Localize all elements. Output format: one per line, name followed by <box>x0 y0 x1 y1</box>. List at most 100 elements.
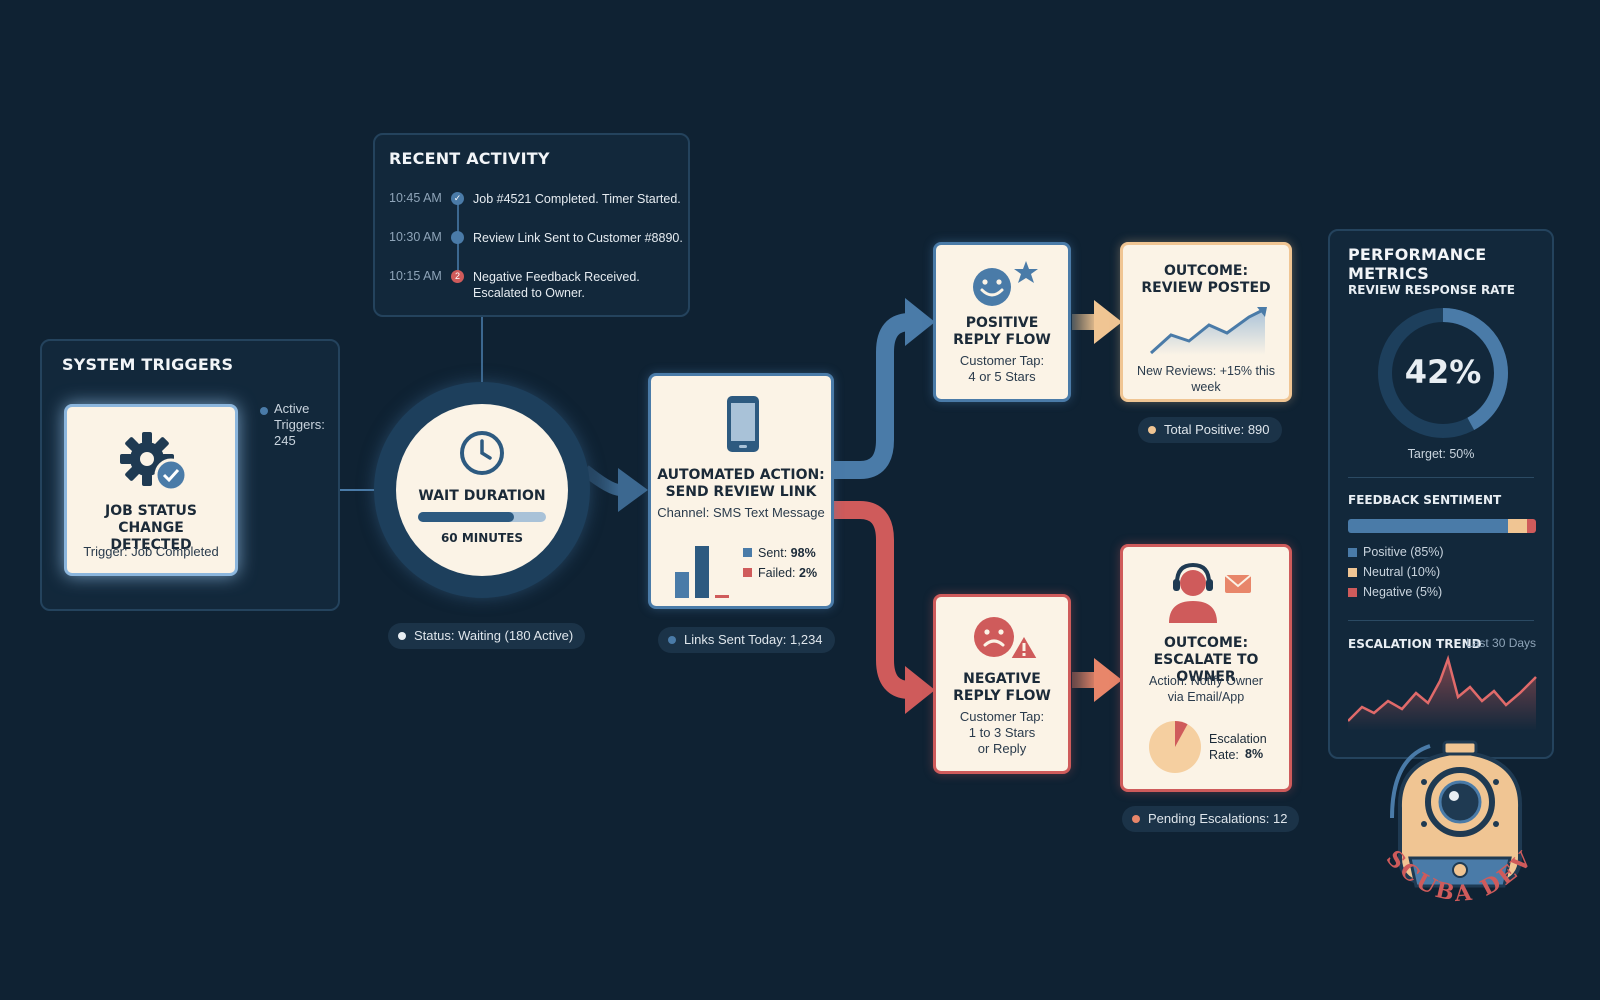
response-rate-arc <box>1378 308 1508 438</box>
response-rate-donut <box>1378 308 1508 438</box>
activity-text: Negative Feedback Received. Escalated to… <box>473 270 640 300</box>
posted-title-line2: REVIEW POSTED <box>1141 280 1271 296</box>
failed-label: Failed: <box>758 566 796 580</box>
outcome-escalate-card[interactable]: OUTCOME: ESCALATE TO OWNER Action: Notif… <box>1120 544 1292 792</box>
escalation-slice <box>1175 721 1188 747</box>
activity-time: 10:30 AM <box>389 230 442 244</box>
wait-progress-fill <box>418 512 514 522</box>
metrics-divider <box>1348 477 1534 478</box>
sentiment-label: FEEDBACK SENTIMENT <box>1348 493 1502 507</box>
response-target: Target: 50% <box>1407 447 1475 461</box>
outcome-review-posted-card[interactable]: OUTCOME: REVIEW POSTED New Reviews: +15%… <box>1120 242 1292 402</box>
escalation-trend-sparkline <box>1348 654 1537 731</box>
legend-text: Negative (5%) <box>1363 585 1443 599</box>
action-title-line1: AUTOMATED ACTION: <box>657 467 825 483</box>
status-dot <box>668 636 676 644</box>
escalation-rate-label: Escalation Rate: <box>1209 732 1267 762</box>
total-positive-pill: Total Positive: 890 <box>1138 417 1282 443</box>
escalate-title-line1: OUTCOME: <box>1163 635 1249 651</box>
action-title-line2: SEND REVIEW LINK <box>665 484 817 500</box>
escalate-action-line2: via Email/App <box>1167 690 1245 704</box>
negative-sub-line2: 1 to 3 Stars <box>968 725 1036 740</box>
status-dot <box>398 632 406 640</box>
total-positive-text: Total Positive: 890 <box>1164 422 1270 437</box>
wait-to-action-head <box>618 468 648 512</box>
activity-text: Job #4521 Completed. Timer Started. <box>473 192 681 206</box>
posted-text: New Reviews: +15% this week <box>1137 364 1275 394</box>
sent-swatch <box>743 548 752 557</box>
sent-value: 98% <box>790 546 816 560</box>
wait-to-action-arrow <box>581 465 621 496</box>
pending-escalations-pill: Pending Escalations: 12 <box>1122 806 1300 832</box>
bar-sent-low <box>675 572 689 598</box>
sentiment-segment <box>1526 519 1536 533</box>
negative-title-line1: NEGATIVE <box>963 671 1041 687</box>
escalation-trend-period: Last 30 Days <box>1466 636 1537 650</box>
metrics-title: PERFORMANCE METRICS <box>1348 245 1487 283</box>
phone-icon <box>727 396 759 452</box>
bar-failed <box>715 595 729 598</box>
pending-escalations-text: Pending Escalations: 12 <box>1148 811 1288 826</box>
negative-sub-line1: Customer Tap: <box>959 709 1045 724</box>
clock-icon <box>460 431 504 475</box>
wait-duration-value: 60 MINUTES <box>440 531 524 545</box>
system-triggers-title: SYSTEM TRIGGERS <box>62 355 234 374</box>
sentiment-legend-negative: Negative (5%) <box>1348 585 1442 599</box>
sentiment-segment <box>1507 519 1527 533</box>
escalation-trend-label: ESCALATION TREND <box>1348 637 1482 651</box>
response-rate-value: 42% <box>1404 353 1482 391</box>
alert-badge-icon: 2 <box>451 270 464 283</box>
sent-failed-bar-chart <box>675 546 729 598</box>
smile-star-icon <box>973 261 1038 306</box>
positive-branch <box>834 313 911 479</box>
system-triggers-panel: SYSTEM TRIGGERS JOB STATUS CHANGE DETECT… <box>40 339 340 611</box>
links-sent-pill: Links Sent Today: 1,234 <box>658 627 835 653</box>
check-icon: ✓ <box>451 192 464 205</box>
positive-title-line1: POSITIVE <box>965 315 1039 331</box>
escalation-rate-pie <box>1149 721 1201 773</box>
legend-swatch <box>1348 588 1357 598</box>
escalate-action-line1: Action: Notify Owner <box>1149 674 1263 688</box>
wait-duration-title: WAIT DURATION <box>418 488 546 504</box>
negative-reply-card[interactable]: NEGATIVE REPLY FLOW Customer Tap: 1 to 3… <box>933 594 1071 774</box>
failed-legend: Failed: 2% <box>743 566 817 580</box>
positive-title-line2: REPLY FLOW <box>953 332 1051 348</box>
response-rate-label: REVIEW RESPONSE RATE <box>1348 283 1515 297</box>
active-triggers-dot <box>260 407 268 415</box>
activity-text: Review Link Sent to Customer #8890. <box>473 231 683 245</box>
negative-branch <box>834 501 911 699</box>
failed-swatch <box>743 568 752 577</box>
links-sent-text: Links Sent Today: 1,234 <box>684 632 823 647</box>
metrics-divider <box>1348 620 1534 621</box>
failed-value: 2% <box>799 566 818 580</box>
active-triggers-value: 245 <box>274 433 296 448</box>
job-status-card[interactable]: JOB STATUS CHANGE DETECTED Trigger: Job … <box>64 404 238 576</box>
negative-title-line2: REPLY FLOW <box>953 688 1051 704</box>
positive-outcome-head <box>1094 300 1122 344</box>
action-channel: Channel: SMS Text Message <box>657 505 825 520</box>
bar-sent <box>695 546 709 598</box>
sentiment-bar <box>1348 519 1536 533</box>
legend-text: Neutral (10%) <box>1363 565 1441 579</box>
positive-sub-line1: Customer Tap: <box>959 353 1045 368</box>
positive-reply-card[interactable]: POSITIVE REPLY FLOW Customer Tap: 4 or 5… <box>933 242 1071 402</box>
wait-duration-card[interactable]: WAIT DURATION 60 MINUTES <box>396 404 568 576</box>
active-triggers-label: Active Triggers: <box>274 401 325 432</box>
sentiment-segment <box>1348 519 1508 533</box>
legend-swatch <box>1348 548 1357 558</box>
support-agent-mail-icon <box>1169 562 1252 623</box>
escalate-title-line2: ESCALATE TO OWNER <box>1153 652 1259 685</box>
sentiment-legend-neutral: Neutral (10%) <box>1348 565 1440 579</box>
escalation-rate-value: 8% <box>1245 747 1264 761</box>
recent-activity-title: RECENT ACTIVITY <box>389 149 550 168</box>
wait-status-pill: Status: Waiting (180 Active) <box>388 623 586 649</box>
performance-metrics-panel: PERFORMANCE METRICS REVIEW RESPONSE RATE… <box>1328 229 1554 759</box>
automated-action-card[interactable]: AUTOMATED ACTION: SEND REVIEW LINK Chann… <box>648 373 834 609</box>
negative-branch-head <box>905 666 935 714</box>
job-status-title: JOB STATUS CHANGE DETECTED <box>105 503 197 553</box>
status-dot <box>1148 426 1156 434</box>
activity-time: 10:15 AM <box>389 269 442 283</box>
scuba-dev-logo: SCUBA DEV <box>1381 740 1536 907</box>
negative-sub-line3: or Reply <box>977 741 1027 756</box>
